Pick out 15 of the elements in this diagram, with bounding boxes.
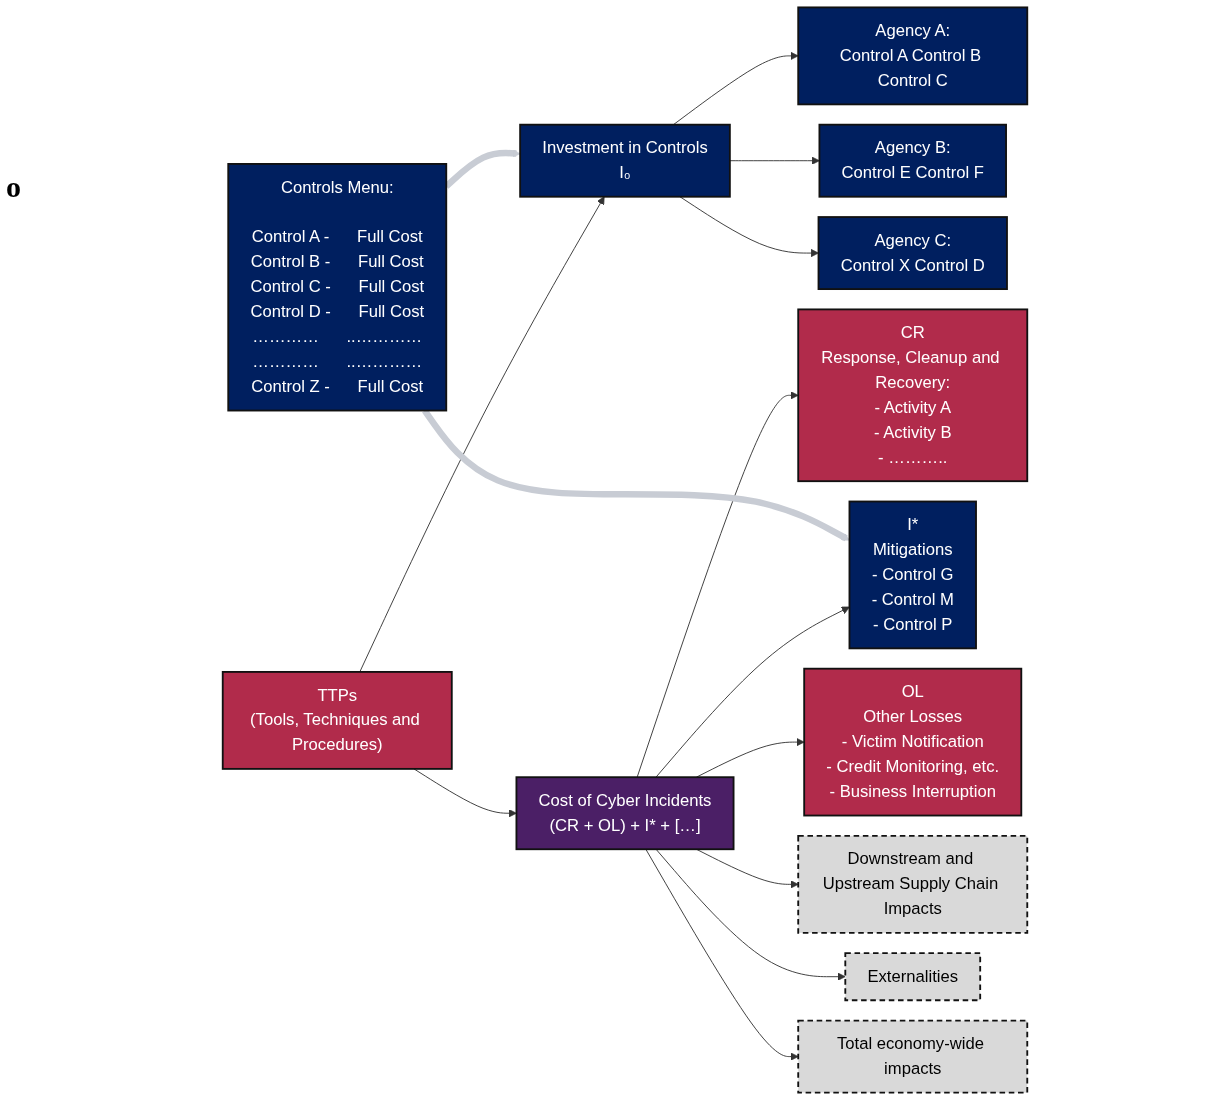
node-box: Agency B: Control E Control F (818, 123, 1007, 198)
arrow (444, 149, 521, 189)
node-box: I* Mitigations - Control G - Control M - Control P (848, 500, 977, 650)
node-box: Agency C: Control X Control D (817, 216, 1008, 290)
node-box: Downstream and Upstream Supply Chain Impacts (797, 834, 1029, 934)
text-fragment: o (6, 170, 21, 204)
node-box: OL Other Losses - Victim Notification - Credit Monitoring, etc. - Business Interruption (803, 667, 1023, 817)
node-box: Controls Menu: Control A - Full Cost Control B - Full Cost Control C - Full Cost Control D - Full Cost ………… ..………… ………… ..………… Control Z - Full Cost (227, 163, 448, 412)
node-box: Externalities (844, 952, 982, 1002)
node-box: TTPs (Tools, Techniques and Procedures) (221, 671, 453, 770)
node-box: CR Response, Cleanup and Recovery: - Activity A - Activity B - ……….. (797, 308, 1029, 483)
node-box: Total economy-wide impacts (797, 1019, 1029, 1094)
node-box: Cost of Cyber Incidents (CR + OL) + I* + […] (515, 776, 735, 851)
node-box: Agency A: Control A Control B Control C (797, 6, 1029, 106)
node-box: Investment in Controls I₀ (519, 123, 731, 198)
